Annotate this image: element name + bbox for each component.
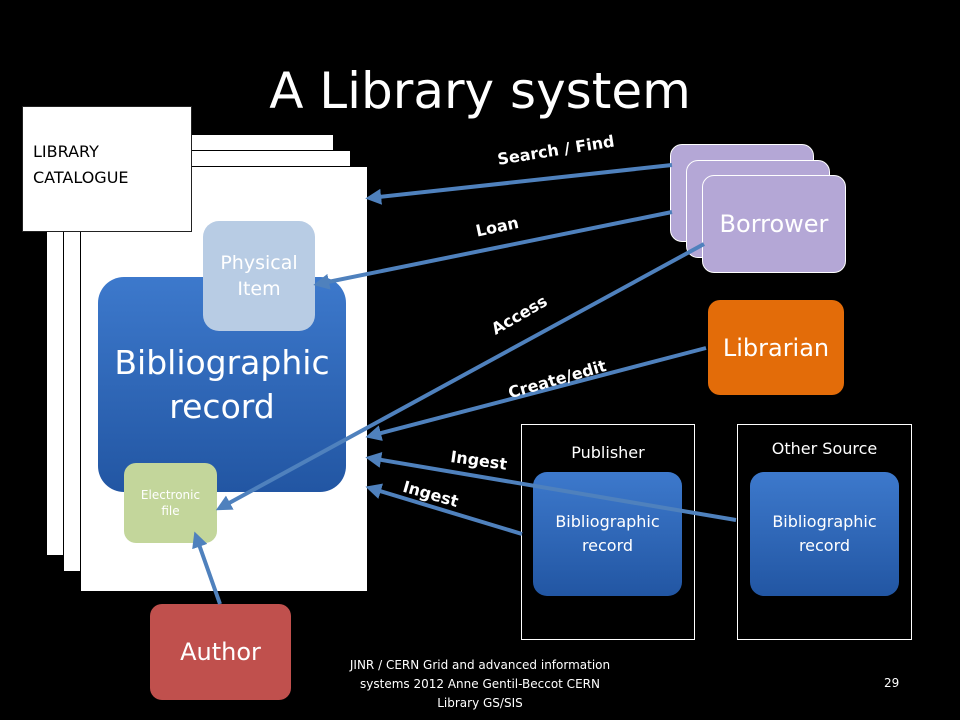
access-arrow	[215, 242, 705, 511]
electronic-file-line2: file	[161, 504, 180, 518]
ingest-other-arrow	[365, 451, 737, 522]
electronic-file-node: Electronic file	[124, 463, 217, 543]
physical-item-line2: Item	[237, 278, 281, 300]
footer-line3: Library GS/SIS	[437, 696, 523, 710]
catalogue-label-line1: LIBRARY	[33, 142, 99, 161]
publisher-record-line1: Bibliographic	[555, 512, 660, 531]
search-arrow	[365, 163, 673, 205]
create-edit-arrow	[365, 346, 707, 441]
library-catalogue-card: LIBRARY CATALOGUE	[22, 106, 192, 232]
loan-arrow	[313, 210, 673, 290]
submit-label: Submit	[226, 563, 291, 582]
author-node: Author	[150, 604, 291, 700]
physical-item-line1: Physical	[220, 252, 298, 274]
publisher-bibliographic-record: Bibliographic record	[533, 472, 682, 596]
other-source-box: Other Source	[737, 424, 912, 640]
slide-footer: JINR / CERN Grid and advanced informatio…	[320, 656, 640, 713]
footer-line2: systems 2012 Anne Gentil-Beccot CERN	[360, 677, 600, 691]
other-source-title: Other Source	[771, 439, 878, 458]
physical-item-node: Physical Item	[203, 221, 315, 331]
slide-title: A Library system	[269, 62, 691, 120]
other-record-line2: record	[798, 536, 851, 555]
electronic-file-line1: Electronic	[140, 488, 201, 502]
submit-arrow	[192, 531, 222, 605]
other-source-bibliographic-record: Bibliographic record	[750, 472, 899, 596]
publisher-title: Publisher	[571, 443, 645, 462]
footer-line1: JINR / CERN Grid and advanced informatio…	[349, 658, 611, 672]
page-number: 29	[884, 676, 900, 690]
ingest-publisher-arrow	[365, 483, 523, 536]
bibliographic-record-line2: record	[169, 386, 275, 426]
catalogue-label-line2: CATALOGUE	[33, 168, 129, 187]
bibliographic-record-line1: Bibliographic	[114, 342, 330, 382]
publisher-record-line2: record	[581, 536, 634, 555]
borrower-node: Borrower	[702, 175, 846, 273]
other-record-line1: Bibliographic	[772, 512, 877, 531]
librarian-node: Librarian	[708, 300, 844, 395]
